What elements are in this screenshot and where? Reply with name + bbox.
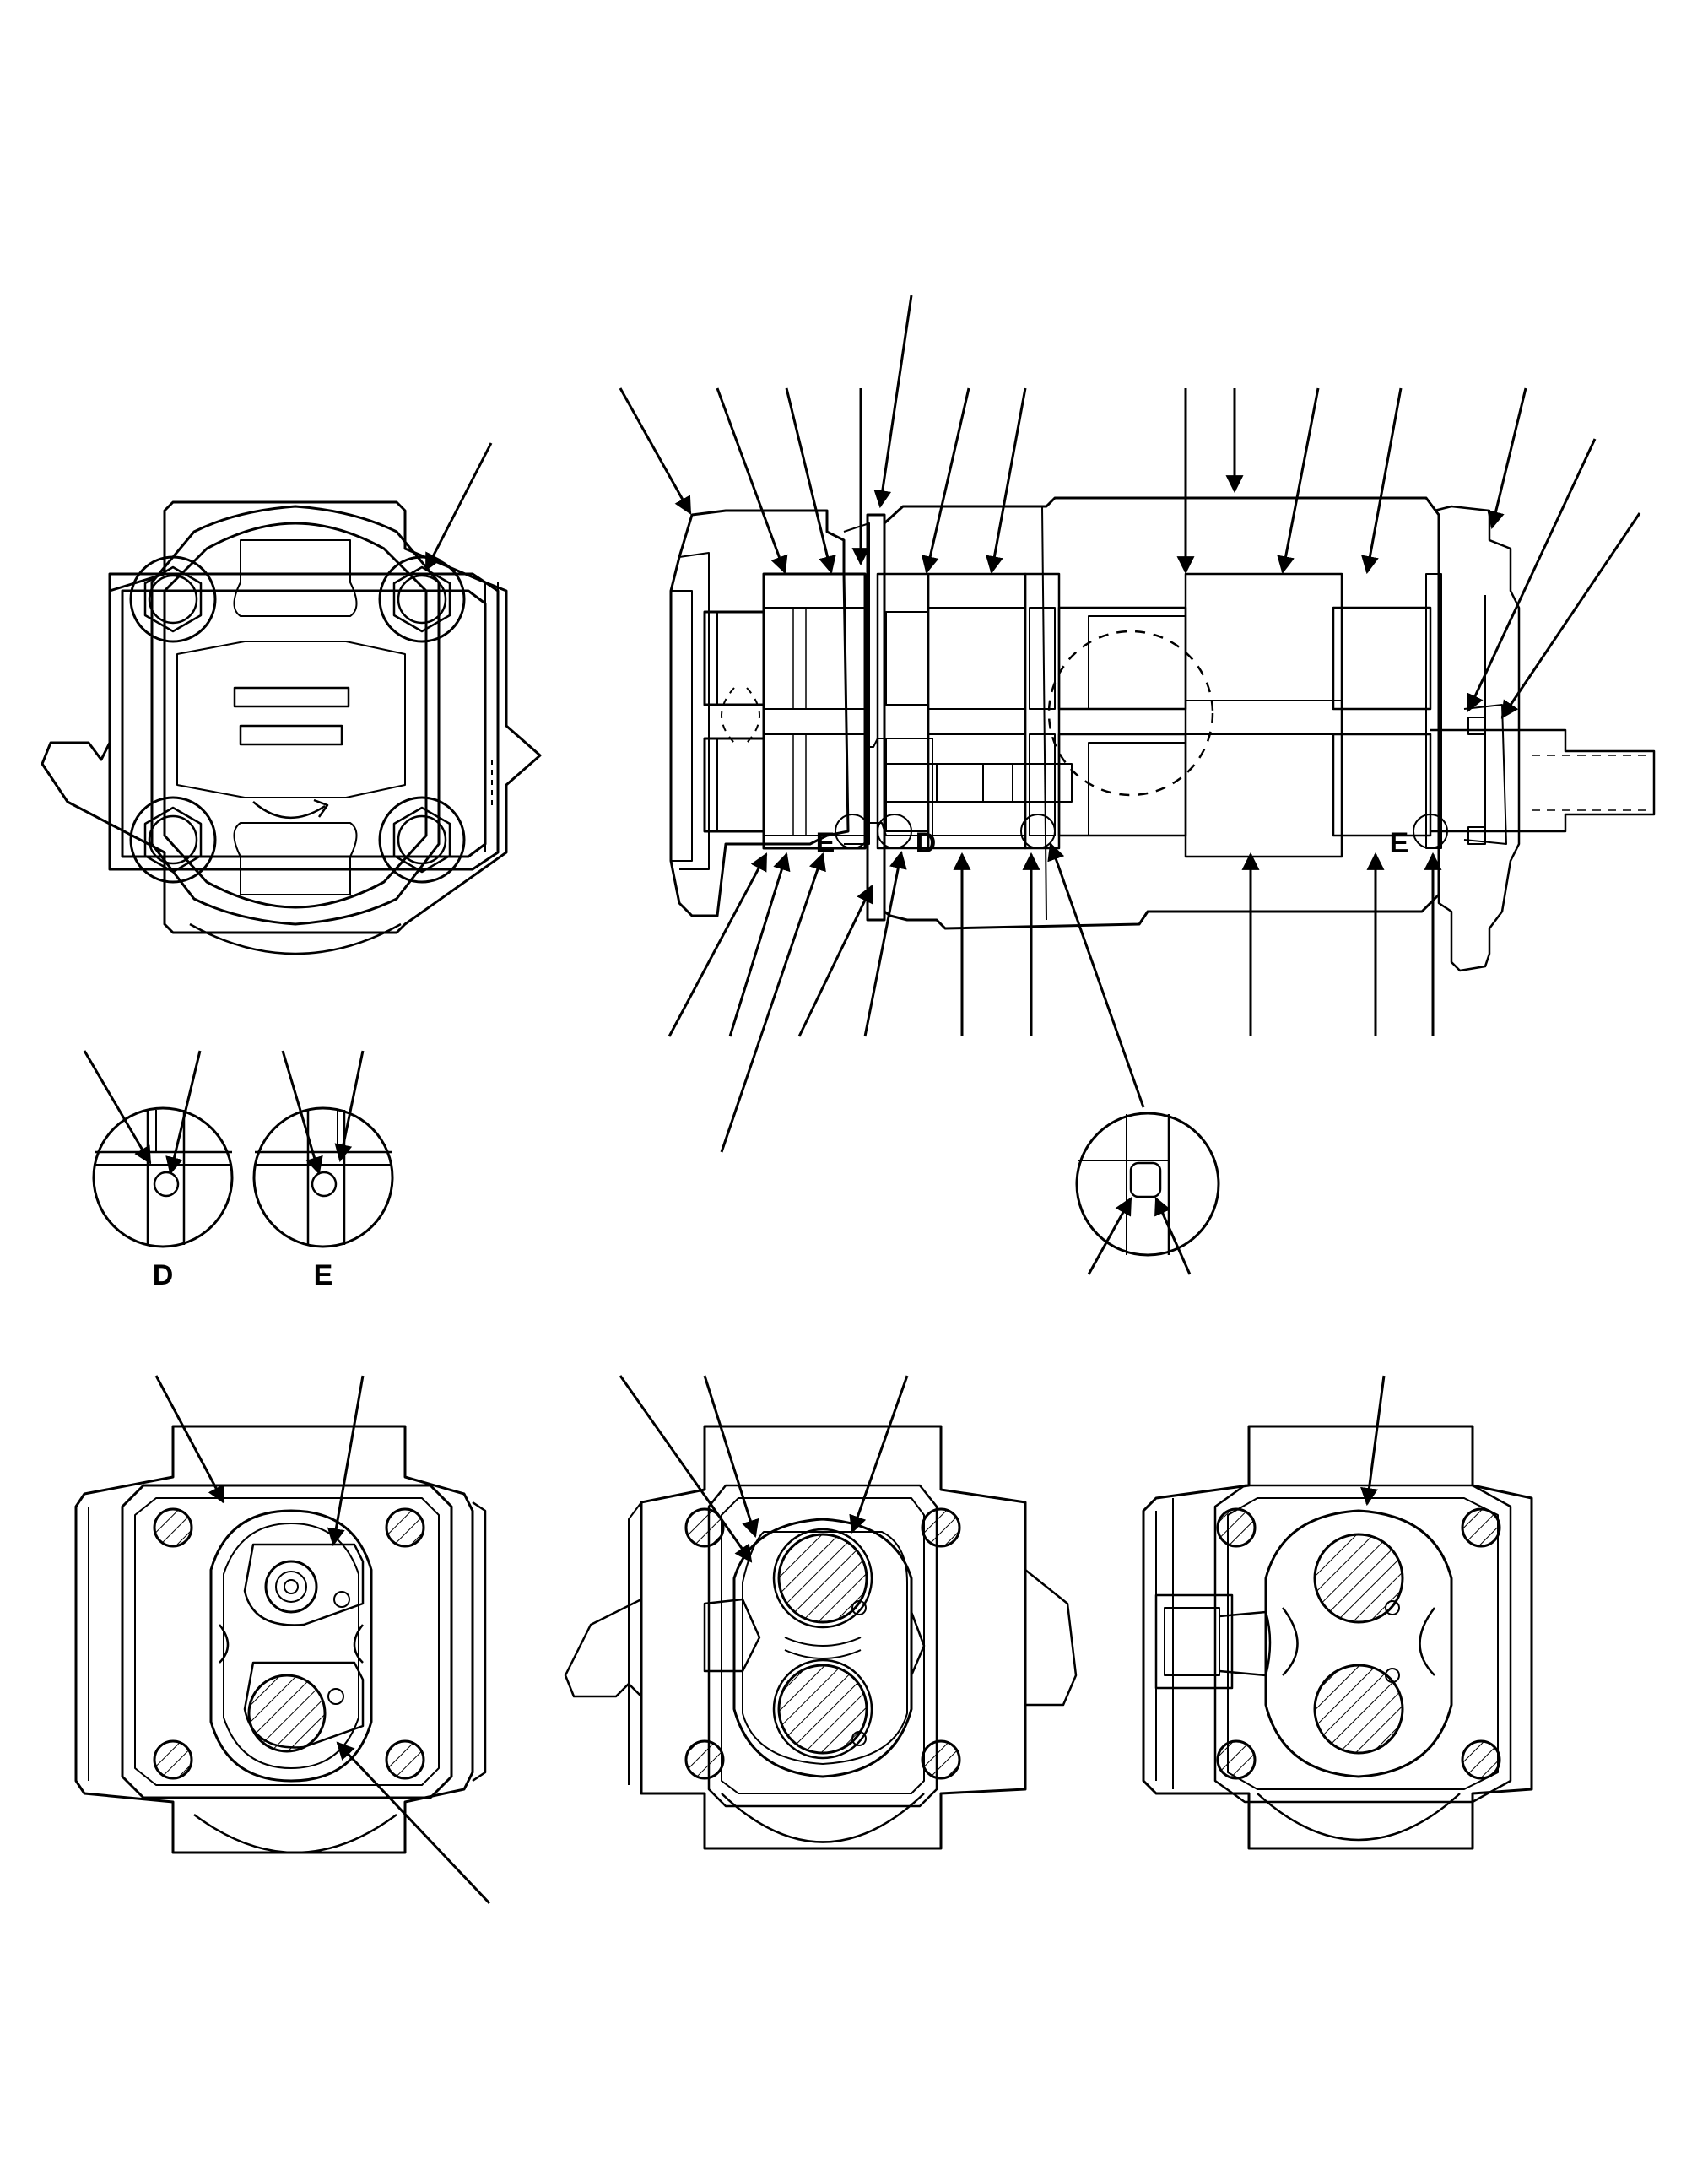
bottom-view-center bbox=[564, 1375, 1078, 1850]
detail-seal bbox=[1075, 1112, 1220, 1275]
bolt-head-top-right bbox=[378, 555, 466, 643]
bolt-head-top-left bbox=[129, 555, 217, 643]
detail-d bbox=[83, 1050, 234, 1248]
section-view bbox=[619, 295, 1656, 1153]
end-view-top-left bbox=[41, 442, 542, 955]
bolt-head-bottom-left bbox=[129, 796, 217, 884]
label-e-main-left: E bbox=[816, 827, 835, 859]
label-e-detail: E bbox=[314, 1259, 333, 1291]
label-d-detail: D bbox=[153, 1259, 174, 1291]
detail-e bbox=[252, 1050, 394, 1248]
bottom-view-left bbox=[74, 1375, 491, 1905]
bolt-head-bottom-right bbox=[378, 796, 466, 884]
bottom-view-right bbox=[1142, 1375, 1533, 1850]
label-d-main: D bbox=[916, 827, 937, 859]
label-e-main-right: E bbox=[1390, 827, 1409, 859]
